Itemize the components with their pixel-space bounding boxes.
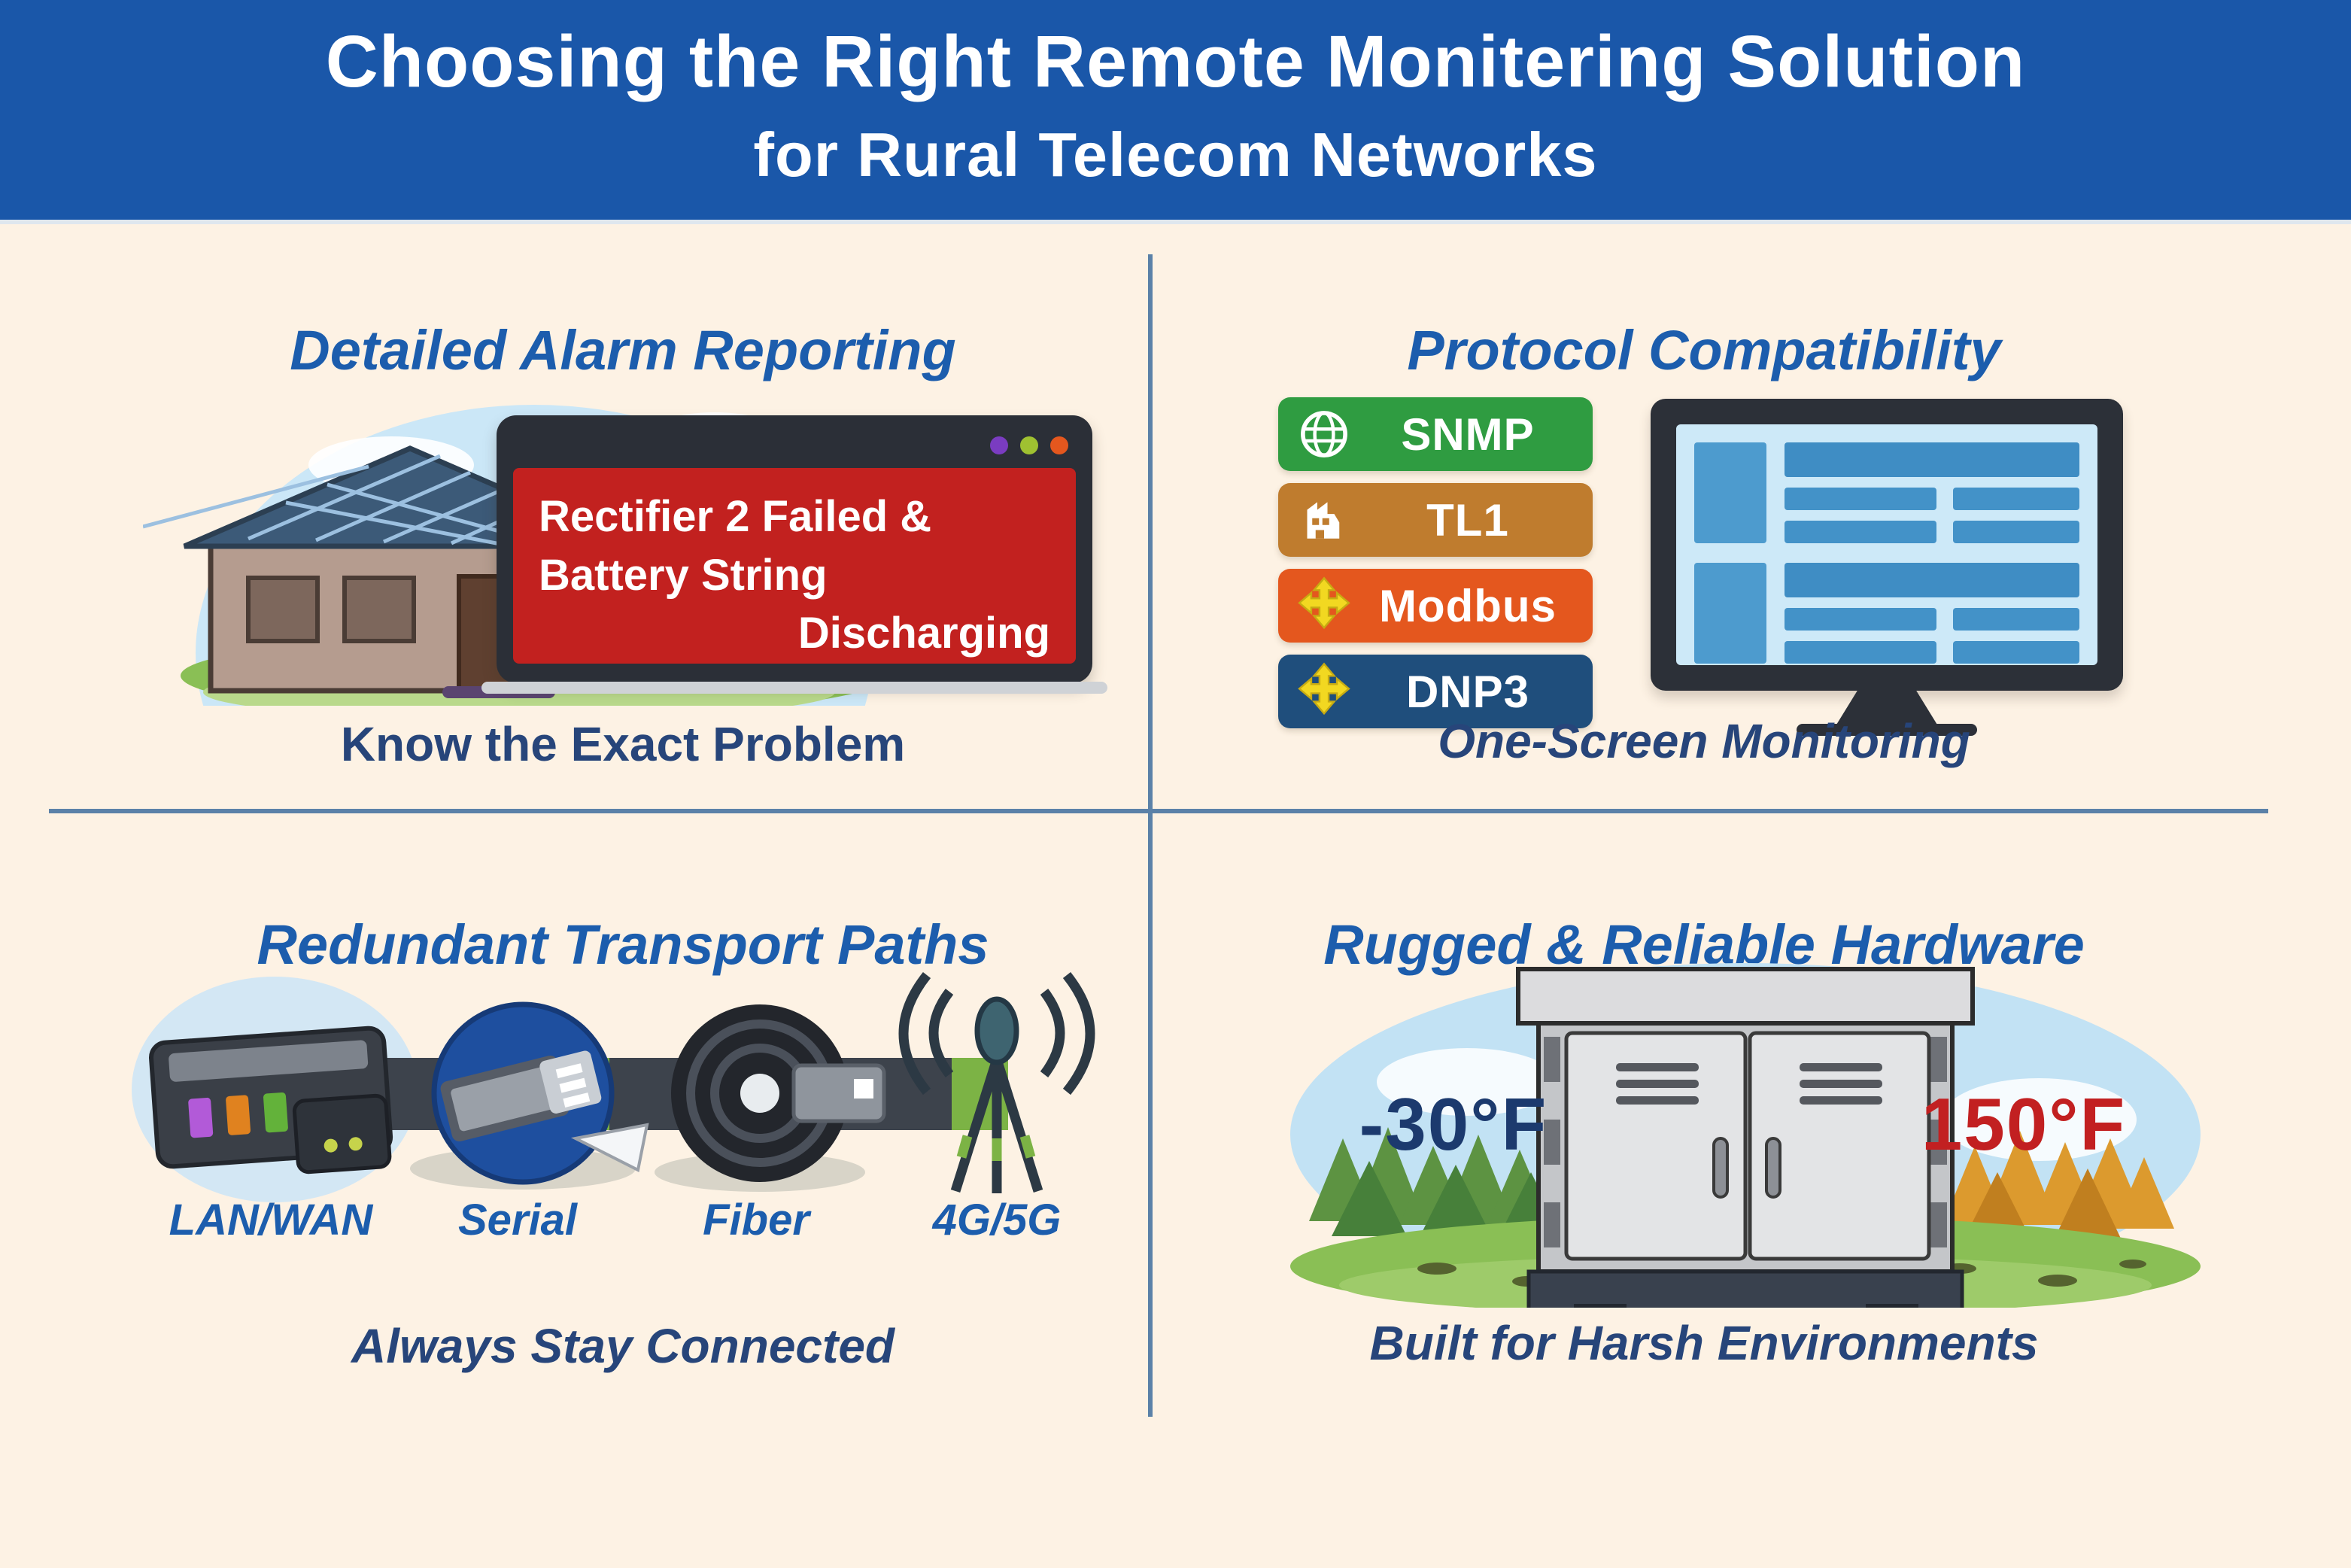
alarm-caption: Know the Exact Problem <box>340 717 906 771</box>
outdoor-cabinet-illustration <box>1290 963 2201 1308</box>
protocol-badge-list: SNMP TL1 Modbus <box>1278 397 1593 728</box>
window-dot-green-icon <box>1020 436 1038 454</box>
protocol-badge-label: SNMP <box>1401 409 1535 460</box>
transport-label-fiber: Fiber <box>703 1196 809 1244</box>
transport-caption: Always Stay Connected <box>351 1319 895 1373</box>
alarm-text-line: Rectifier 2 Failed & <box>539 492 932 541</box>
monitor-illustration <box>1651 399 2123 691</box>
protocol-badge-snmp: SNMP <box>1278 397 1593 471</box>
window-dot-orange-icon <box>1050 436 1068 454</box>
monitor-base <box>1797 724 1977 736</box>
fiber-spool-icon <box>671 1004 886 1182</box>
alarm-popup-window: Rectifier 2 Failed & Battery String Disc… <box>497 415 1092 683</box>
monitor-screen <box>1676 424 2097 665</box>
transport-label-lanwan: LAN/WAN <box>169 1196 373 1244</box>
screen-bar <box>1785 563 2079 597</box>
screen-bar <box>1785 442 2079 477</box>
temperature-low: -30°F <box>1359 1083 1548 1165</box>
protocol-badge-modbus: Modbus <box>1278 569 1593 643</box>
hardware-caption: Built for Harsh Environments <box>1369 1316 2039 1370</box>
title-line1: Choosing the Right Remote Monitering Sol… <box>325 20 2026 102</box>
transport-quadrant-heading: Redundant Transport Paths <box>257 913 989 977</box>
header-banner: Choosing the Right Remote Monitering Sol… <box>0 0 2351 220</box>
protocol-badge-dnp3: DNP3 <box>1278 655 1593 728</box>
protocol-caption: One-Screen Monitoring <box>1438 714 1970 768</box>
cellular-antenna-icon <box>898 971 1095 1193</box>
protocol-badge-label: DNP3 <box>1405 666 1530 717</box>
cable-band <box>301 1058 1008 1130</box>
building-icon <box>1292 494 1356 546</box>
protocol-badge-label: TL1 <box>1426 494 1509 545</box>
alarm-text-line: Battery String <box>539 550 828 600</box>
equipment-cabinet-icon <box>1516 967 1975 1308</box>
alarm-quadrant-heading: Detailed Alarm Reporting <box>290 319 956 382</box>
protocol-badge-tl1: TL1 <box>1278 483 1593 557</box>
lan-wan-device-icon <box>149 1026 393 1174</box>
vertical-divider <box>1148 254 1153 1417</box>
screen-block <box>1694 442 1766 543</box>
puzzle-cross-icon <box>1292 576 1356 632</box>
transport-label-4g5g: 4G/5G <box>932 1196 1062 1244</box>
alarm-text-line: Discharging <box>797 609 1050 658</box>
transport-label-serial: Serial <box>458 1196 577 1244</box>
transport-paths-illustration <box>132 971 1095 1202</box>
alarm-message-panel: Rectifier 2 Failed & Battery String Disc… <box>513 468 1076 664</box>
horizontal-divider <box>49 809 2268 813</box>
protocol-badge-label: Modbus <box>1379 580 1557 631</box>
puzzle-cross-icon <box>1292 662 1356 718</box>
globe-icon <box>1292 408 1356 460</box>
title-line2: for Rural Telecom Networks <box>753 120 1598 190</box>
window-dot-purple-icon <box>990 436 1008 454</box>
temperature-high: 150°F <box>1921 1083 2127 1165</box>
serial-connector-icon <box>431 1001 649 1185</box>
protocol-quadrant-heading: Protocol Compatibility <box>1407 319 2001 382</box>
alarm-window-base <box>481 682 1107 694</box>
screen-block <box>1694 563 1766 664</box>
